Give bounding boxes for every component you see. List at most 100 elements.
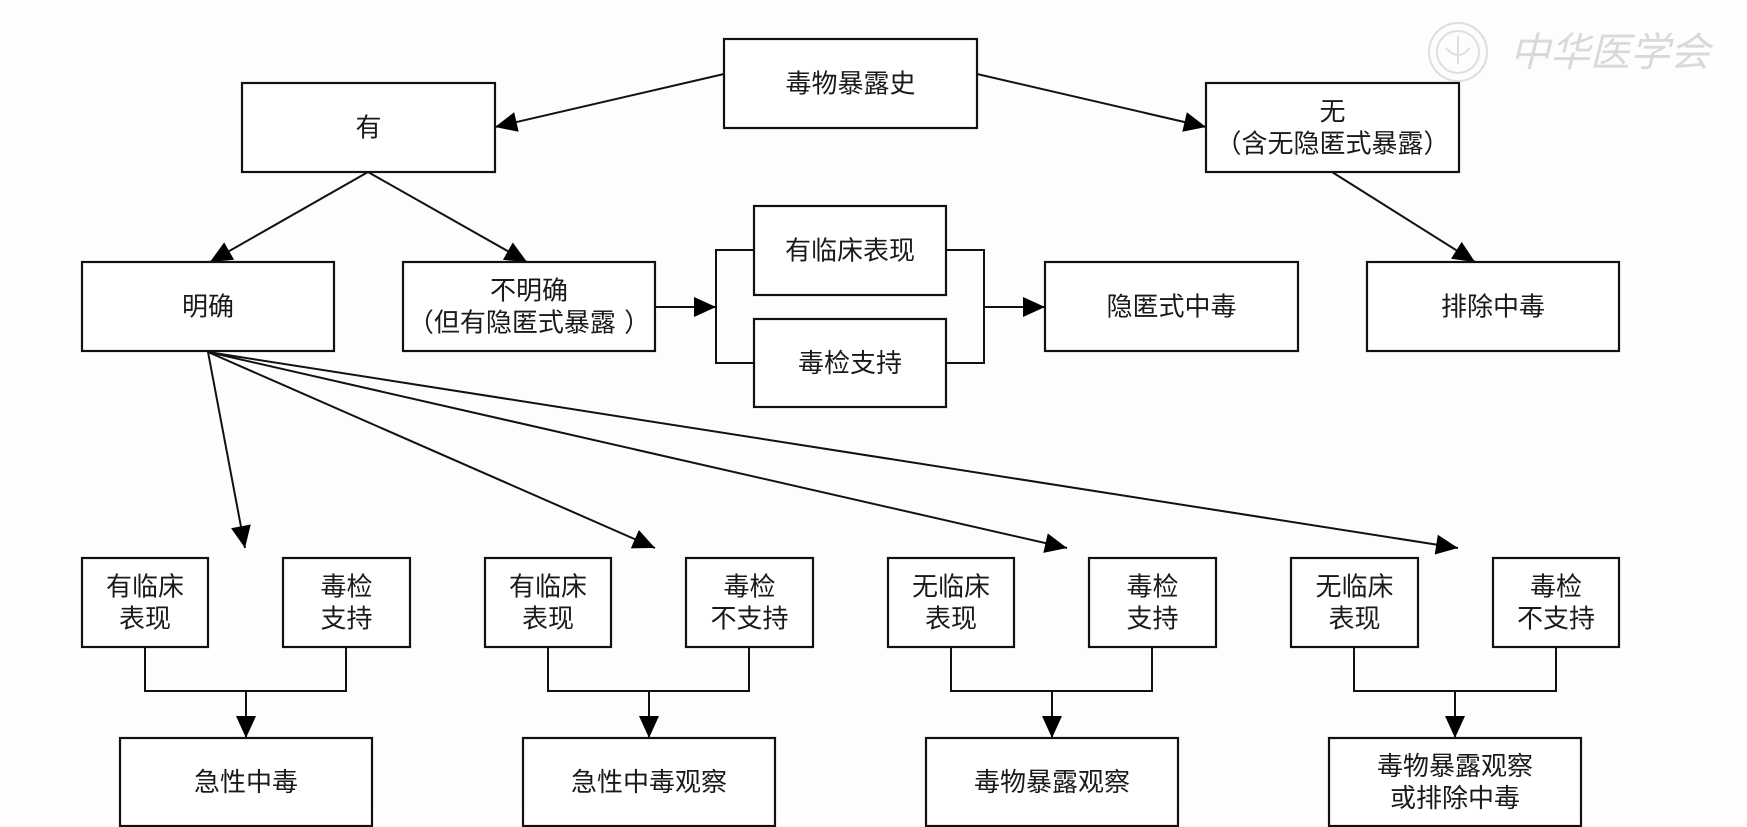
node-label: 毒检 [320, 573, 372, 603]
node-clear: 明确 [80, 260, 336, 353]
node-box [1289, 556, 1420, 649]
node-box [1491, 556, 1621, 649]
edge-no-exclude-arrowhead-icon [1451, 241, 1475, 262]
node-box [281, 556, 412, 649]
node-g1-b: 毒检支持 [281, 556, 412, 649]
node-label: （含无隐匿式暴露） [1215, 130, 1449, 160]
node-occult-result: 隐匿式中毒 [1043, 260, 1300, 353]
node-g2-out: 急性中毒观察 [521, 736, 777, 827]
node-label: 有 [355, 114, 381, 144]
node-box [924, 736, 1180, 827]
node-box [752, 204, 948, 297]
node-label: 无临床 [1315, 573, 1393, 603]
node-exclude: 排除中毒 [1365, 260, 1621, 353]
node-label: 有临床 [106, 573, 184, 603]
edge-unclear-bracket-arrowhead-icon [694, 297, 716, 317]
g4-to-outcome-arrowhead-icon [1445, 716, 1465, 738]
node-label: 表现 [1328, 605, 1380, 635]
node-label: 急性中毒 [194, 768, 298, 798]
edge-clear-g3-line [207, 351, 1068, 549]
node-box [240, 81, 497, 174]
node-box [722, 37, 979, 130]
node-g3-b: 毒检支持 [1087, 556, 1218, 649]
edge-clear-g3-arrowhead-icon [1043, 533, 1067, 553]
watermark-text: 中华医学会 [1510, 30, 1714, 76]
node-g2-a: 有临床表现 [483, 556, 613, 649]
node-label: 表现 [522, 605, 574, 635]
g1-to-outcome-arrowhead-icon [236, 716, 256, 738]
edge-root-yes-arrowhead-icon [495, 112, 519, 132]
node-box [80, 556, 210, 649]
node-g1-out: 急性中毒 [118, 736, 374, 827]
society-seal-icon [1428, 22, 1488, 82]
edge-clear-g1-arrowhead-icon [231, 524, 251, 548]
node-label: 支持 [320, 605, 372, 635]
edge-root-no-line [976, 73, 1207, 128]
node-label: 无临床 [912, 573, 990, 603]
edge-bracket-occult-arrowhead-icon [1023, 297, 1045, 317]
node-g1-a: 有临床表现 [80, 556, 210, 649]
edge-yes-unclear-arrowhead-icon [502, 242, 527, 262]
node-label: 毒检支持 [798, 349, 902, 379]
node-box [684, 556, 815, 649]
node-root: 毒物暴露史 [722, 37, 979, 130]
node-label: 有临床 [509, 573, 587, 603]
node-no: 无（含无隐匿式暴露） [1204, 81, 1461, 174]
node-box [752, 317, 948, 409]
node-box [1043, 260, 1300, 353]
bracket-left [715, 249, 754, 364]
node-box [1327, 736, 1583, 827]
edge-yes-clear-line [209, 171, 369, 263]
node-label: 隐匿式中毒 [1106, 293, 1236, 323]
node-label: 毒检 [1126, 573, 1178, 603]
node-box [401, 260, 657, 353]
node-box [886, 556, 1016, 649]
node-label: 明确 [182, 293, 234, 323]
edges [144, 73, 1557, 738]
g2-to-outcome-arrowhead-icon [639, 716, 659, 738]
node-label: 有临床表现 [785, 237, 915, 267]
node-label: 无 [1319, 98, 1345, 128]
node-box [118, 736, 374, 827]
node-label: 不明确 [490, 277, 568, 307]
edge-clear-g2-arrowhead-icon [630, 530, 655, 549]
edge-clear-g1-line [207, 351, 246, 549]
node-label: 毒物暴露观察 [1377, 752, 1533, 782]
edge-clear-g4-arrowhead-icon [1434, 534, 1458, 555]
node-label: 不支持 [710, 605, 788, 635]
g3-to-outcome-arrowhead-icon [1042, 716, 1062, 738]
node-label: 排除中毒 [1441, 293, 1545, 323]
edge-no-exclude-line [1331, 171, 1476, 263]
node-label: 不支持 [1517, 605, 1595, 635]
node-box [1204, 81, 1461, 174]
edge-clear-g2-line [207, 351, 656, 549]
node-box [1365, 260, 1621, 353]
edge-yes-clear-arrowhead-icon [210, 242, 235, 262]
edge-root-no-arrowhead-icon [1182, 112, 1206, 132]
node-box [483, 556, 613, 649]
edge-root-yes-line [494, 73, 725, 128]
node-unclear: 不明确（但有隐匿式暴露 ） [401, 260, 657, 353]
node-label: 毒检 [723, 573, 775, 603]
node-label: 支持 [1126, 605, 1178, 635]
node-box [80, 260, 336, 353]
node-label: 表现 [119, 605, 171, 635]
node-label: 表现 [925, 605, 977, 635]
node-label: 毒检 [1530, 573, 1582, 603]
node-label: 或排除中毒 [1390, 784, 1520, 814]
node-box [1087, 556, 1218, 649]
node-g3-out: 毒物暴露观察 [924, 736, 1180, 827]
watermark: 中华医学会 [1428, 22, 1714, 82]
node-label: （但有隐匿式暴露 ） [408, 309, 650, 339]
node-occult-tox: 毒检支持 [752, 317, 948, 409]
node-label: 急性中毒观察 [571, 768, 727, 798]
node-occult-clinical: 有临床表现 [752, 204, 948, 297]
edge-clear-g4-line [207, 351, 1459, 549]
